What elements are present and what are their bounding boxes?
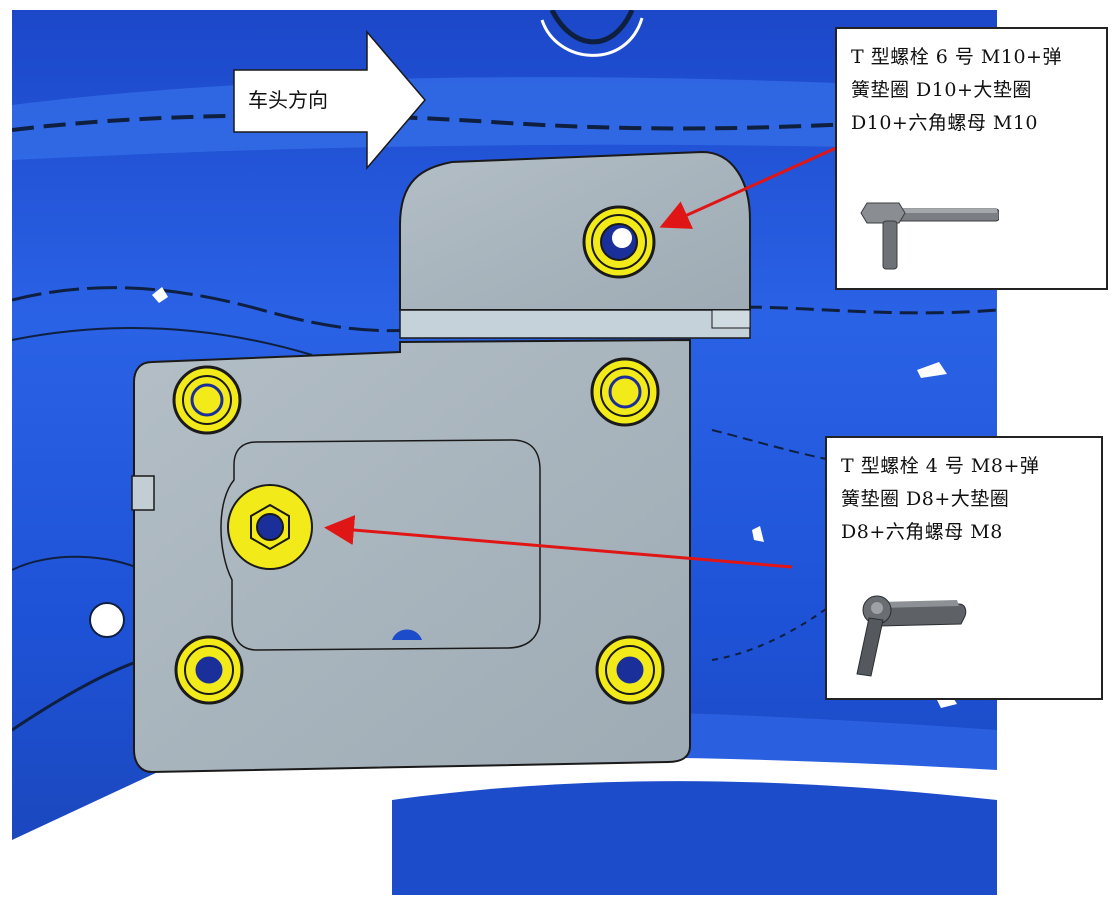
direction-arrow-shape — [233, 29, 426, 171]
pointer-arrow-upper — [659, 146, 837, 229]
bolt-center — [227, 484, 313, 570]
t-bolt-m8-icon — [856, 595, 967, 677]
bolt-upper — [582, 205, 656, 279]
callout-t-bolt-m8: T 型螺栓 4 号 M8+弹 簧垫圈 D8+大垫圈 D8+六角螺母 M8 — [825, 436, 1103, 700]
t-bolt-m10-icon — [860, 202, 999, 270]
bolt-top-left — [172, 365, 242, 435]
callout-text-m10: T 型螺栓 6 号 M10+弹 簧垫圈 D10+大垫圈 D10+六角螺母 M10 — [851, 46, 1062, 134]
callout-t-bolt-m10: T 型螺栓 6 号 M10+弹 簧垫圈 D10+大垫圈 D10+六角螺母 M10 — [835, 27, 1108, 290]
bolt-top-right — [590, 357, 660, 427]
pointer-arrow-center — [324, 515, 793, 569]
bolt-bottom-right — [595, 635, 665, 705]
direction-arrow-label: 车头方向 — [248, 88, 328, 112]
bolt-bottom-left — [174, 635, 244, 705]
callout-text-m8: T 型螺栓 4 号 M8+弹 簧垫圈 D8+大垫圈 D8+六角螺母 M8 — [841, 455, 1040, 543]
